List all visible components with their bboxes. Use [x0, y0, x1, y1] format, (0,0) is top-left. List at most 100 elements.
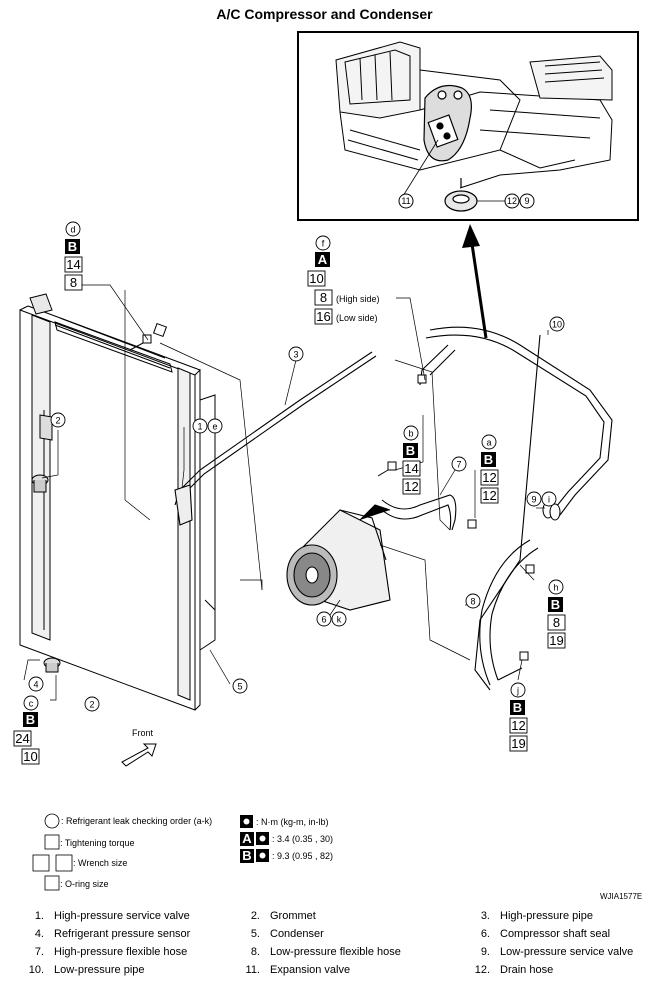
callout-a-torque-box	[480, 469, 499, 486]
callout-f-oring-low-box	[314, 308, 333, 325]
callout-f-high-side: (High side)	[336, 294, 380, 304]
callout-f-torque-type: A	[318, 252, 328, 267]
callout-c-oring-box	[21, 748, 40, 765]
image-code: WJIA1577E	[600, 892, 642, 901]
legend-leak-order: : Refrigerant leak checking order (a-k)	[61, 816, 212, 826]
callout-d-torque-type: B	[68, 239, 77, 254]
callout-a-torque-type: B	[484, 452, 493, 467]
part-marker-1-ring	[192, 418, 208, 434]
callout-f-torque-box	[307, 270, 326, 287]
callout-h-torque-box	[547, 614, 566, 631]
callout-d-oring-box	[64, 274, 83, 291]
callout-c-torque-box	[13, 730, 32, 747]
callout-i-letter-ring	[541, 491, 557, 507]
callout-f-oring-low: 16	[316, 309, 330, 324]
part-marker-5-ring	[232, 678, 248, 694]
part-marker-10: 10	[552, 320, 562, 330]
callout-e-letter-ring	[207, 418, 223, 434]
part-marker-7-ring	[451, 456, 467, 472]
part-marker-7: 7	[456, 460, 461, 470]
callout-a-oring-box	[480, 487, 499, 504]
callout-f-low-side: (Low side)	[336, 313, 378, 323]
callout-d-torque-type-box	[65, 239, 80, 254]
legend-tightening: : Tightening torque	[60, 838, 135, 848]
callout-d-letter: d	[70, 225, 75, 235]
callout-b-torque: 14	[404, 461, 418, 476]
inset-box: 11 12 9	[297, 31, 639, 221]
legend-unit: : N·m (kg-m, in-lb)	[256, 817, 329, 827]
callout-c-letter-ring	[23, 695, 39, 711]
callout-h-torque-type: B	[551, 597, 560, 612]
callout-j-oring: 19	[511, 736, 525, 751]
pipes	[174, 326, 613, 691]
callout-b-letter-ring	[403, 425, 419, 441]
callout-a-torque-type-box	[481, 452, 496, 467]
inset-callout-9: 9	[524, 196, 529, 206]
legend-circle	[44, 813, 60, 829]
callout-b-oring: 12	[404, 479, 418, 494]
callout-f-oring-high: 8	[320, 290, 327, 305]
callout-b-torque-box	[402, 460, 421, 477]
callout-i-letter: i	[548, 495, 550, 505]
grommets	[31, 474, 61, 673]
inset-callout-12: 12	[507, 196, 517, 206]
callout-d-torque: 14	[66, 257, 80, 272]
part-marker-1: 1	[197, 422, 202, 432]
callout-b-torque-type: B	[406, 443, 415, 458]
legend-a-letter: A	[242, 831, 252, 846]
callout-j-torque-box	[509, 717, 528, 734]
callout-a-letter-ring	[481, 434, 497, 450]
part-marker-2: 2	[55, 416, 60, 426]
callout-f-torque: 10	[309, 271, 323, 286]
legend-oring-box	[44, 875, 60, 891]
part-marker-3-ring	[288, 346, 304, 362]
compressor	[286, 504, 391, 611]
legend-b-letter: B	[242, 848, 251, 863]
part-marker-8: 8	[470, 597, 475, 607]
part-marker-9-ring	[526, 491, 542, 507]
legend-wrench-box-2	[55, 854, 73, 872]
part-marker-4: 4	[33, 680, 38, 690]
legend-a-box	[240, 832, 254, 846]
callout-c-torque-type: B	[26, 712, 35, 727]
callout-d-letter-ring	[65, 221, 81, 237]
part-marker-6: 6	[321, 615, 326, 625]
callout-k-letter: k	[337, 615, 342, 625]
callout-b-oring-box	[402, 478, 421, 495]
arrow-to-inset	[462, 224, 488, 339]
part-marker-9: 9	[531, 495, 536, 505]
callout-h-letter: h	[553, 583, 558, 593]
callout-c-oring: 10	[23, 749, 37, 764]
part-marker-2-ring	[50, 412, 66, 428]
callout-e-letter: e	[212, 422, 217, 432]
front-label: Front	[132, 728, 154, 738]
callout-j-oring-box	[509, 735, 528, 752]
part-marker-10-ring	[549, 316, 565, 332]
callout-f-torque-type-box	[315, 252, 330, 267]
callout-j-letter-ring	[510, 682, 526, 698]
part-marker-2-b-ring	[84, 696, 100, 712]
legend-b-value: : 9.3 (0.95 , 82)	[272, 851, 333, 861]
inset-callout-11: 11	[401, 196, 410, 206]
callout-j-torque: 12	[511, 718, 525, 733]
callout-h-oring-box	[547, 632, 566, 649]
callout-h-torque: 8	[553, 615, 560, 630]
callout-d-torque-box	[64, 256, 83, 273]
callout-h-oring: 19	[549, 633, 563, 648]
callout-c-torque-type-box	[23, 712, 38, 727]
callout-j-torque-type: B	[513, 700, 522, 715]
callout-f-letter: f	[322, 239, 325, 249]
callout-f-oring-high-box	[314, 289, 333, 306]
callout-j-letter: j	[516, 686, 519, 696]
part-marker-8-ring	[465, 593, 481, 609]
part-marker-6-ring	[316, 611, 332, 627]
legend: : Refrigerant leak checking order (a-k) …	[32, 813, 333, 891]
callout-h-letter-ring	[548, 579, 564, 595]
callout-a-oring: 12	[482, 488, 496, 503]
part-marker-5: 5	[237, 682, 242, 692]
legend-wrench: : Wrench size	[73, 858, 127, 868]
callout-d-oring: 8	[70, 275, 77, 290]
callout-c-torque: 24	[15, 731, 29, 746]
